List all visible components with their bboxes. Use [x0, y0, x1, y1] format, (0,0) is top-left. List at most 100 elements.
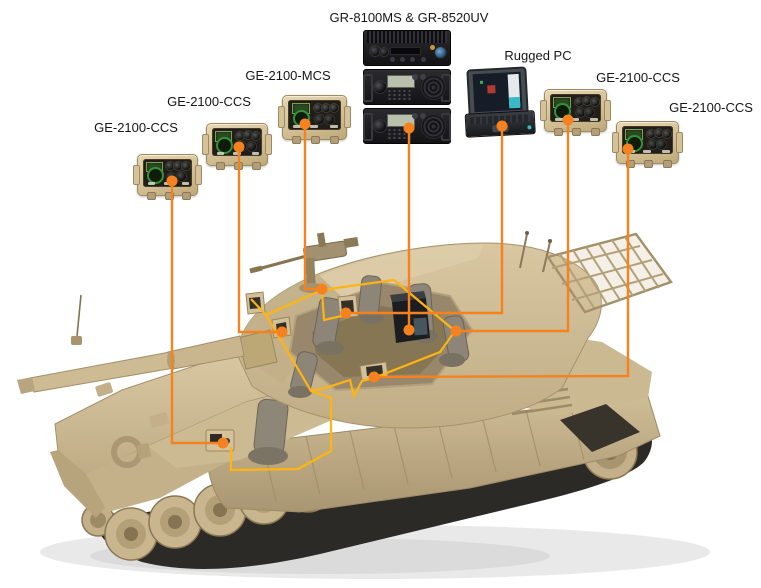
- mount-flange: [133, 164, 140, 185]
- antenna-connector: [433, 46, 447, 59]
- keypad: [387, 89, 412, 100]
- label-mcs: GE-2100-MCS: [245, 68, 331, 83]
- device-ccs-5-image: [612, 121, 683, 168]
- heatsink-fins: [367, 31, 447, 43]
- bottom-connector: [572, 128, 582, 136]
- radio-unit: [363, 69, 451, 105]
- panel-marking: [571, 117, 580, 121]
- bottom-connector: [182, 192, 192, 200]
- connector: [379, 47, 390, 57]
- panel-marking: [590, 117, 599, 121]
- dial: [656, 138, 668, 150]
- front-panel: [549, 93, 602, 123]
- front-panel: [621, 125, 674, 155]
- lcd-display: [387, 114, 416, 127]
- mount-flange: [676, 131, 683, 153]
- dial: [245, 140, 257, 152]
- mount-flange: [265, 133, 272, 155]
- connector: [420, 57, 426, 62]
- connector: [329, 102, 340, 113]
- bottom-connector: [292, 136, 302, 144]
- panel-marking: [163, 182, 171, 186]
- panel-marking: [293, 125, 302, 129]
- connector: [410, 57, 416, 62]
- led: [430, 45, 436, 50]
- front-panel: [211, 127, 263, 157]
- laptop-base: [464, 110, 536, 138]
- panel-marking: [554, 117, 563, 121]
- bottom-connector: [234, 162, 243, 170]
- knob: [412, 74, 419, 80]
- lcd-display: [387, 75, 416, 88]
- connector: [372, 80, 387, 94]
- radio-unit: [363, 108, 451, 144]
- radio-unit: [363, 30, 451, 66]
- connector: [661, 128, 672, 139]
- label-radios: GR-8100MS & GR-8520UV: [329, 10, 489, 25]
- laptop-display: [472, 71, 523, 113]
- device-ccs-4-image: [540, 89, 611, 136]
- connector: [389, 57, 395, 62]
- power-led: [526, 125, 532, 130]
- speaker: [420, 75, 446, 100]
- touchpad: [492, 124, 509, 133]
- label-ccs-5: GE-2100-CCS: [669, 100, 753, 115]
- dial: [175, 171, 187, 183]
- bottom-connector: [164, 192, 174, 200]
- mount-flange: [540, 99, 547, 121]
- label-ccs-4: GE-2100-CCS: [596, 70, 680, 85]
- knob: [412, 113, 419, 119]
- device-ccs-1-image: [133, 154, 202, 200]
- bottom-connector: [626, 160, 636, 168]
- panel-marking: [251, 151, 260, 155]
- bottom-connector: [146, 192, 156, 200]
- panel-marking: [232, 151, 241, 155]
- panel-marking: [643, 149, 652, 153]
- connector: [180, 161, 191, 172]
- rotary-knob: [216, 136, 234, 154]
- label-rugged-pc: Rugged PC: [504, 48, 572, 63]
- bottom-connector: [554, 128, 564, 136]
- bottom-connector: [662, 160, 672, 168]
- label-ccs-1: GE-2100-CCS: [94, 120, 178, 135]
- keypad: [387, 128, 412, 139]
- handle: [363, 113, 373, 141]
- bottom-connector: [216, 162, 225, 170]
- panel-marking: [310, 125, 319, 129]
- connector: [250, 130, 261, 141]
- device-rugged-pc-image: [462, 66, 536, 138]
- handle: [363, 74, 373, 102]
- panel-marking: [181, 182, 190, 186]
- connector: [589, 96, 600, 107]
- panel-marking: [329, 125, 338, 129]
- status-led: [479, 80, 483, 84]
- mount-flange: [278, 106, 285, 129]
- front-panel: [288, 99, 341, 130]
- front-panel: [142, 158, 193, 187]
- bottom-connector: [330, 136, 340, 144]
- label-ccs-2: GE-2100-CCS: [167, 94, 251, 109]
- bottom-connector: [644, 160, 654, 168]
- panel-marking: [626, 149, 635, 153]
- panel-marking: [216, 151, 225, 155]
- display-slot: [389, 47, 422, 55]
- device-mcs-image: [278, 95, 351, 144]
- speaker: [420, 114, 446, 139]
- connector: [372, 119, 387, 133]
- panel-marking: [662, 149, 671, 153]
- mount-flange: [604, 99, 611, 121]
- dial: [324, 113, 336, 125]
- mount-flange: [195, 164, 202, 185]
- bottom-connector: [252, 162, 261, 170]
- mount-flange: [202, 133, 209, 155]
- knob: [419, 74, 426, 80]
- panel-marking: [147, 182, 156, 186]
- mount-flange: [612, 131, 619, 153]
- bottom-connector: [590, 128, 600, 136]
- keyboard: [469, 114, 531, 125]
- mount-flange: [344, 106, 351, 129]
- device-ccs-2-image: [202, 123, 272, 170]
- dial: [584, 106, 596, 118]
- knob: [419, 113, 426, 119]
